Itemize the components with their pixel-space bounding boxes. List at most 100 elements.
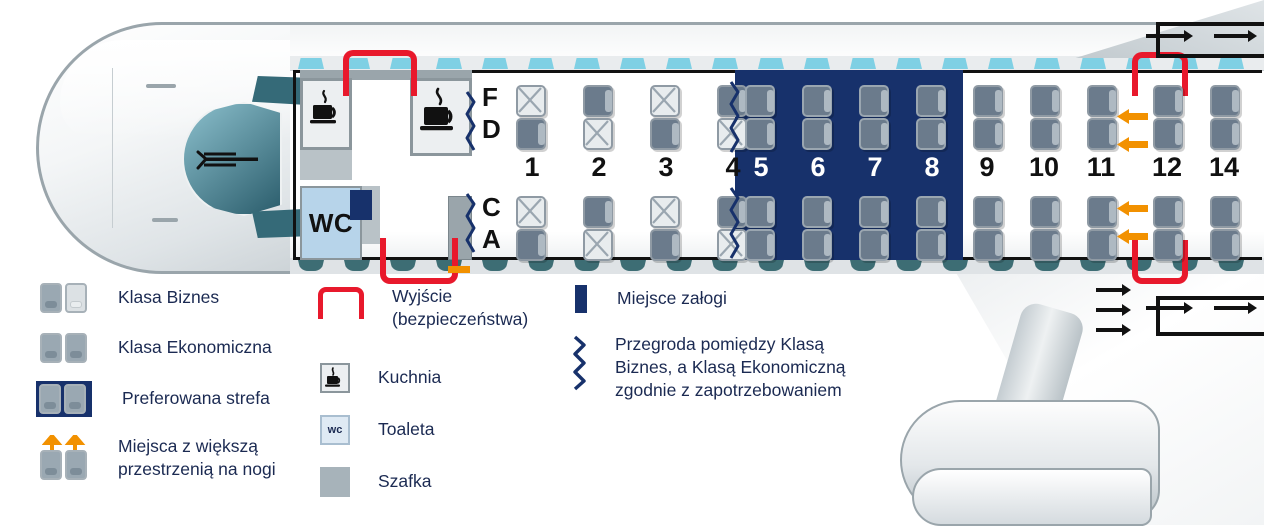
exit-flow-arrow-bottom-1 [1146,306,1184,310]
seat-12D[interactable] [1153,118,1183,150]
cabin-window [1080,58,1106,69]
seat-9D[interactable] [973,118,1003,150]
seat-11D[interactable] [1087,118,1117,150]
legend-item-galley: Kuchnia [320,363,441,393]
exit-door-aft-bottom[interactable] [1132,240,1188,284]
seat-7A[interactable] [859,229,889,261]
seat-armrest [1175,90,1182,112]
seat-14A[interactable] [1210,229,1240,261]
seat-7C[interactable] [859,196,889,228]
seat-blocked-x-icon [585,231,609,257]
seat-armrest [824,123,831,145]
seat-armrest [1109,201,1116,223]
seat-5A[interactable] [745,229,775,261]
partition-zigzag-icon [465,91,476,151]
seat-armrest [672,123,679,145]
exit-door-icon [318,287,364,319]
seat-5C[interactable] [745,196,775,228]
seat-8C[interactable] [916,196,946,228]
seat-5D[interactable] [745,118,775,150]
seat-2F[interactable] [583,85,613,117]
row-letter-A: A [482,224,501,254]
seat-armrest [1109,90,1116,112]
seat-11A[interactable] [1087,229,1117,261]
cabin-window [1126,58,1152,69]
seat-6C[interactable] [802,196,832,228]
seat-12C[interactable] [1153,196,1183,228]
seat-3D[interactable] [650,118,680,150]
row-number-6: 6 [810,152,826,182]
row-number-4: 4 [725,152,741,182]
seat-blocked-x-icon [719,231,743,257]
seat-12F[interactable] [1153,85,1183,117]
exit-flow-feed-1-head [1122,284,1131,296]
seat-armrest [605,201,612,223]
cabin-window [298,260,324,271]
seat-blocked-x-icon [652,198,676,224]
seat-6F[interactable] [802,85,832,117]
exit-flow-feed-1 [1096,288,1122,292]
seat-1D[interactable] [516,118,546,150]
cabin-window [666,260,692,271]
overhead-closet-left [300,70,352,80]
seat-11F[interactable] [1087,85,1117,117]
seat-5F[interactable] [745,85,775,117]
cabin-window [620,260,646,271]
legend-label-lavatory: Toaleta [378,419,435,439]
cabin-window [758,260,784,271]
exit-door-front-top[interactable] [343,50,417,96]
seat-14D[interactable] [1210,118,1240,150]
front-bulkhead [293,70,296,260]
seat-14F[interactable] [1210,85,1240,117]
seat-10F[interactable] [1030,85,1060,117]
legend-label-legroom: Miejsca z większą przestrzenią na nogi [118,436,276,480]
cabin-window [482,58,508,69]
row-number-5: 5 [753,152,769,182]
seat-12A[interactable] [1153,229,1183,261]
seat-armrest [739,90,746,112]
seat-10A[interactable] [1030,229,1060,261]
row-number-14: 14 [1208,152,1240,182]
cabin-window [1034,58,1060,69]
seat-9C[interactable] [973,196,1003,228]
seat-armrest [1109,123,1116,145]
seat-3A[interactable] [650,229,680,261]
seat-blocked-x-icon [652,87,676,113]
exit-flow-arrow-bottom-2 [1214,306,1248,310]
cabin-window [436,260,462,271]
seat-armrest [1232,201,1239,223]
cabin-window [528,58,554,69]
legend-item-economy: Klasa Ekonomiczna [40,333,272,363]
seat-8F[interactable] [916,85,946,117]
seat-14C[interactable] [1210,196,1240,228]
exit-flow-path-bottom [1156,296,1264,336]
seat-blocked-x-icon [585,120,609,146]
coffee-cup-icon [310,89,336,124]
seat-1A[interactable] [516,229,546,261]
seat-armrest [767,90,774,112]
seat-9F[interactable] [973,85,1003,117]
seat-8A[interactable] [916,229,946,261]
seat-9A[interactable] [973,229,1003,261]
seat-blocked-x-icon [518,87,542,113]
row-letter-F: F [482,82,498,112]
crew-seat-icon [575,285,587,313]
seat-10D[interactable] [1030,118,1060,150]
legend-item-business: Klasa Biznes [40,283,219,313]
legend-label-crew-seat: Miejsce załogi [617,288,727,308]
seat-6A[interactable] [802,229,832,261]
seat-8D[interactable] [916,118,946,150]
seat-7D[interactable] [859,118,889,150]
seat-3C [650,196,680,228]
seat-2C[interactable] [583,196,613,228]
legroom-arrow-icon [1117,109,1148,124]
seat-6D[interactable] [802,118,832,150]
window-strip-bottom [290,258,1264,274]
seat-11C[interactable] [1087,196,1117,228]
seat-armrest [995,90,1002,112]
exit-door-front-bottom[interactable] [380,238,458,284]
cabin-window [344,260,370,271]
seat-armrest [881,234,888,256]
seat-10C[interactable] [1030,196,1060,228]
seat-7F[interactable] [859,85,889,117]
